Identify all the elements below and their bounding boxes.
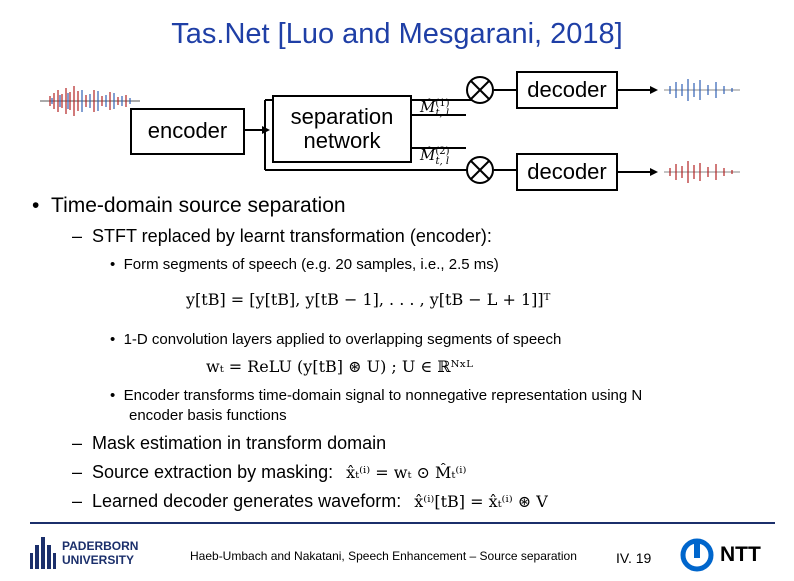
ntt-logo-icon	[680, 538, 714, 572]
university-line2: UNIVERSITY	[62, 553, 138, 567]
bullet-main: • Time-domain source separation	[32, 194, 346, 218]
equation-masking: x̂ₜ⁽ⁱ⁾ = wₜ ⊙ M̂ₜ⁽ⁱ⁾	[346, 463, 466, 482]
bullet-sub3: – Source extraction by masking: x̂ₜ⁽ⁱ⁾ =…	[72, 462, 466, 483]
dash-icon: –	[72, 433, 92, 453]
bullet-sub2: – Mask estimation in transform domain	[72, 433, 386, 454]
decoder-top-label: decoder	[527, 78, 607, 102]
input-waveform	[40, 86, 140, 116]
bullet-sub1-item2: • 1-D convolution layers applied to over…	[110, 331, 561, 348]
equation-segment: y[tB] = [y[tB], y[tB − 1], . . . , y[tB …	[186, 290, 550, 309]
bullet-dot-icon: •	[110, 331, 124, 348]
decoder-top-box: decoder	[516, 71, 618, 109]
output-waveform-blue	[664, 79, 740, 101]
slide-title: Tas.Net [Luo and Mesgarani, 2018]	[0, 18, 794, 51]
university-logo: PADERBORN UNIVERSITY	[30, 535, 138, 571]
bullet-dot-icon: •	[32, 194, 51, 217]
page-number: IV. 19	[616, 550, 651, 566]
mask1-symbol: M̂(1)t, l	[420, 98, 449, 119]
footer-divider	[30, 522, 775, 524]
dash-icon: –	[72, 226, 92, 246]
bullet-dot-icon: •	[110, 256, 124, 273]
decoder-bottom-box: decoder	[516, 153, 618, 191]
dash-icon: –	[72, 491, 92, 511]
dash-icon: –	[72, 462, 92, 482]
encoder-box: encoder	[130, 108, 245, 155]
decoder-bottom-label: decoder	[527, 160, 607, 184]
bullet-sub1-item1: • Form segments of speech (e.g. 20 sampl…	[110, 256, 499, 273]
university-line1: PADERBORN	[62, 539, 138, 553]
footer-citation: Haeb-Umbach and Nakatani, Speech Enhance…	[190, 549, 577, 563]
bullet-sub4: – Learned decoder generates waveform: x̂…	[72, 491, 548, 512]
equation-relu: wₜ = ReLU (y[tB] ⊛ U) ; U ∈ ℝᴺˣᴸ	[206, 357, 473, 376]
mask2-symbol: M̂(2)t, l	[420, 146, 449, 167]
ntt-logo: NTT	[680, 538, 761, 572]
output-waveform-red	[664, 161, 740, 183]
encoder-label: encoder	[148, 119, 228, 143]
separation-label-line1: separation	[291, 105, 394, 129]
multiply-top-icon	[467, 77, 493, 103]
bullet-dot-icon: •	[110, 387, 124, 404]
separation-label-line2: network	[303, 129, 380, 153]
separation-network-box: separation network	[272, 95, 412, 163]
multiply-bottom-icon	[467, 157, 493, 183]
ntt-text: NTT	[720, 543, 761, 567]
bullet-sub1: – STFT replaced by learnt transformation…	[72, 226, 492, 247]
bullet-sub1-item3: • Encoder transforms time-domain signal …	[110, 386, 642, 426]
equation-decoder: x̂⁽ⁱ⁾[tB] = x̂ₜ⁽ⁱ⁾ ⊛ V	[414, 492, 548, 511]
upb-logo-icon	[30, 535, 56, 571]
